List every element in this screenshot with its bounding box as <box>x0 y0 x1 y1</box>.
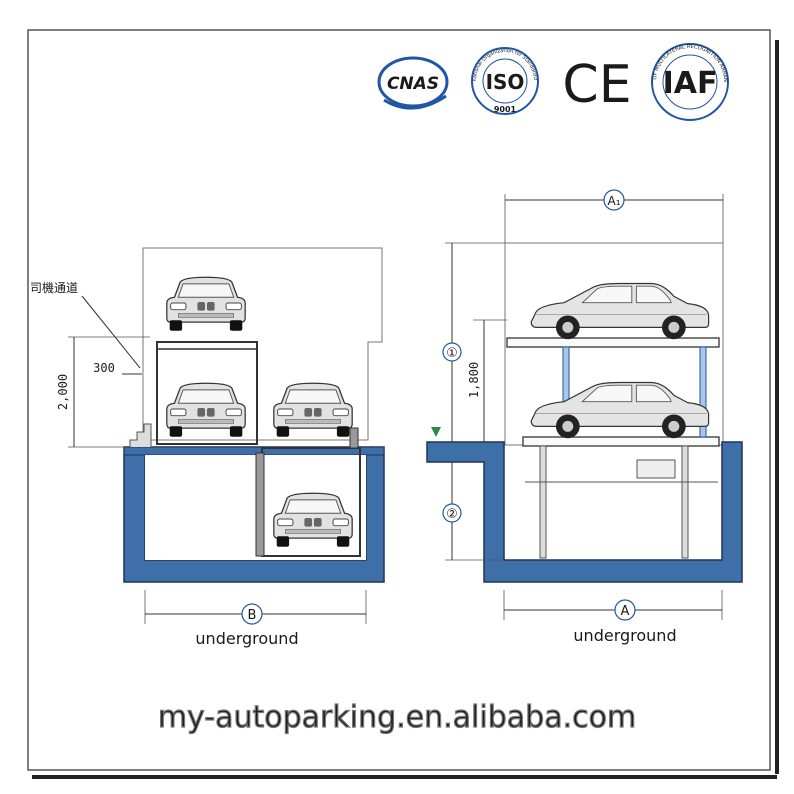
dim-a1-label: A₁ <box>607 194 620 208</box>
dim-b-bubble <box>241 603 263 625</box>
dim-2000-label: 2,000 <box>56 374 70 410</box>
dim-1-label: ① <box>446 346 458 361</box>
pit-mechanism <box>636 459 676 479</box>
cnas-logo-text: CNAS <box>387 74 439 94</box>
lower-platform <box>522 436 720 447</box>
car-front-top <box>166 276 246 332</box>
watermark: my-autoparking.en.alibaba.com <box>158 700 636 735</box>
pit-post <box>255 452 265 557</box>
dim-b-label: B <box>248 608 257 623</box>
dim-a1-bubble <box>603 189 625 211</box>
driver-passage-label: 司機通道 <box>30 280 78 295</box>
dim-300-label: 300 <box>93 361 115 375</box>
ce-logo: CE <box>562 55 631 115</box>
ground-level-marker <box>431 427 441 437</box>
left-caption: underground <box>195 629 298 648</box>
car-front-right <box>273 382 353 438</box>
dim-2-bubble <box>442 503 462 523</box>
iso-number: 9001 <box>494 105 517 114</box>
lift-frame <box>156 341 258 445</box>
right-pit <box>426 441 743 583</box>
pit-post-top <box>349 427 359 449</box>
iso-logo-text: ISO <box>486 70 525 94</box>
ce-logo-text: CE <box>562 55 631 115</box>
dim-a-bubble <box>614 599 636 621</box>
car-front-middle <box>166 382 246 438</box>
dim-1-bubble <box>442 342 462 362</box>
pit-post-left <box>539 445 547 559</box>
iaf-logo-text: IAF <box>663 66 718 101</box>
post-right-blue <box>699 346 707 438</box>
right-diagram: A₁ ① ② 1,800 A underground <box>426 189 743 645</box>
upper-platform <box>506 337 720 348</box>
dim-1800-label: 1,800 <box>467 362 481 398</box>
dim-2-label: ② <box>446 507 458 522</box>
right-caption: underground <box>573 626 676 645</box>
dim-a-label: A <box>621 604 630 619</box>
car-front-pit <box>273 492 353 548</box>
pit-post-right <box>681 445 689 559</box>
left-diagram: 司機通道 300 2,000 B underground <box>30 247 385 648</box>
stairs <box>129 423 152 447</box>
driver-passage-leader <box>81 295 141 369</box>
cnas-logo: CNAS <box>377 56 449 110</box>
